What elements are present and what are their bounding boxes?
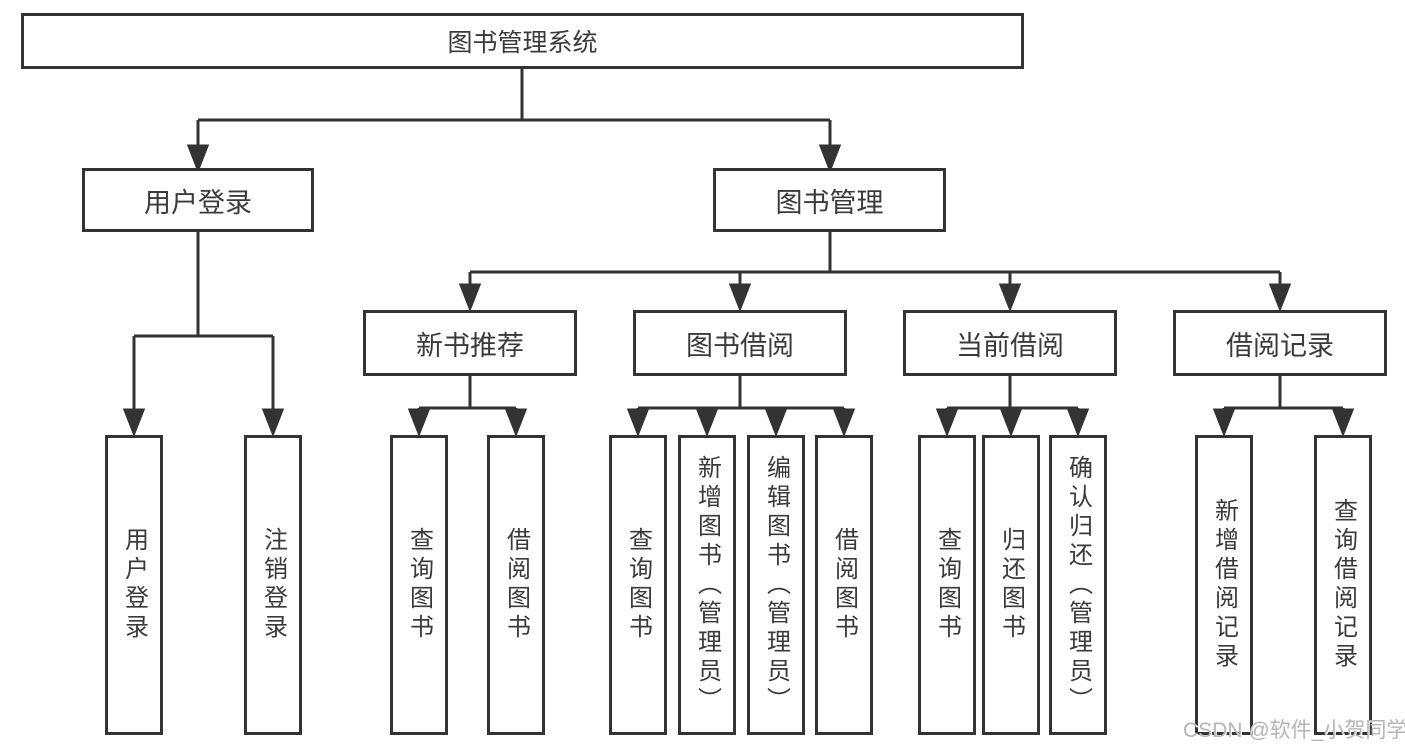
arrowhead-down-icon — [1066, 408, 1090, 438]
node-label: 新书推荐 — [416, 330, 524, 361]
arrowhead-down-icon — [1268, 283, 1292, 313]
node-label: 借阅图书 — [502, 527, 530, 643]
connector-book-borrowing-to-leaves — [626, 376, 856, 438]
node-label: 当前借阅 — [956, 330, 1064, 361]
arrowhead-down-icon — [122, 408, 146, 438]
arrowhead-down-icon — [818, 144, 842, 174]
leaf-logout: 注销登录 — [244, 435, 302, 735]
node-book-borrowing: 图书借阅 — [633, 310, 847, 376]
arrowhead-down-icon — [261, 408, 285, 438]
arrowhead-down-icon — [1212, 408, 1236, 438]
connector-user-login-to-leaves — [122, 232, 285, 438]
node-label: 图书管理 — [775, 187, 884, 218]
leaf-return-books: 归还图书 — [982, 435, 1040, 735]
node-label: 图书借阅 — [686, 330, 794, 361]
leaf-borrow-books: 借阅图书 — [815, 435, 873, 735]
leaf-query-borrow-record: 查询借阅记录 — [1314, 435, 1372, 735]
arrowhead-down-icon — [832, 408, 856, 438]
arrowhead-down-icon — [407, 408, 431, 438]
leaf-confirm-return-admin: 确认归还（管理员） — [1049, 435, 1107, 735]
arrowhead-down-icon — [626, 408, 650, 438]
connector-root-to-level2 — [186, 68, 842, 174]
node-label: 归还图书 — [997, 527, 1025, 643]
node-label: 借阅记录 — [1226, 330, 1334, 361]
leaf-add-book-admin: 新增图书（管理员） — [678, 435, 736, 735]
node-borrowing-records: 借阅记录 — [1173, 310, 1387, 376]
node-current-borrowing: 当前借阅 — [903, 310, 1117, 376]
leaf-query-books: 查询图书 — [390, 435, 448, 735]
arrowhead-down-icon — [458, 283, 482, 313]
csdn-watermark: CSDN @软件_小贺同学 — [1183, 719, 1405, 742]
node-book-management: 图书管理 — [713, 168, 946, 232]
node-library-management-system: 图书管理系统 — [21, 13, 1024, 69]
leaf-edit-book-admin: 编辑图书（管理员） — [747, 435, 805, 735]
node-label: 查询图书 — [624, 527, 652, 643]
node-new-book-recommendation: 新书推荐 — [363, 310, 577, 376]
node-label: 新增图书（管理员） — [693, 454, 721, 716]
arrowhead-down-icon — [504, 408, 528, 438]
arrowhead-down-icon — [998, 283, 1022, 313]
leaf-user-login: 用户登录 — [105, 435, 163, 735]
leaf-query-books: 查询图书 — [918, 435, 976, 735]
node-user-login: 用户登录 — [82, 168, 314, 232]
node-label: 查询图书 — [933, 527, 961, 643]
connector-new-book-to-leaves — [407, 376, 528, 438]
arrowhead-down-icon — [1331, 408, 1355, 438]
connector-book-mgmt-to-level3 — [458, 232, 1292, 313]
leaf-borrow-books: 借阅图书 — [487, 435, 545, 735]
arrowhead-down-icon — [999, 408, 1023, 438]
node-label: 用户登录 — [120, 527, 148, 643]
leaf-query-books: 查询图书 — [609, 435, 667, 735]
arrowhead-down-icon — [695, 408, 719, 438]
connector-current-borrowing-to-leaves — [935, 376, 1090, 438]
node-label: 新增借阅记录 — [1210, 498, 1238, 672]
node-label: 用户登录 — [144, 187, 252, 218]
node-label: 借阅图书 — [830, 527, 858, 643]
node-label: 编辑图书（管理员） — [762, 454, 790, 716]
arrowhead-down-icon — [764, 408, 788, 438]
node-label: 查询借阅记录 — [1329, 498, 1357, 672]
connector-borrowing-records-to-leaves — [1212, 376, 1355, 438]
node-label: 图书管理系统 — [447, 29, 598, 57]
node-label: 确认归还（管理员） — [1064, 454, 1092, 716]
node-label: 查询图书 — [405, 527, 433, 643]
arrowhead-down-icon — [935, 408, 959, 438]
arrowhead-down-icon — [186, 144, 210, 174]
leaf-add-borrow-record: 新增借阅记录 — [1195, 435, 1253, 735]
arrowhead-down-icon — [728, 283, 752, 313]
node-label: 注销登录 — [259, 527, 287, 643]
